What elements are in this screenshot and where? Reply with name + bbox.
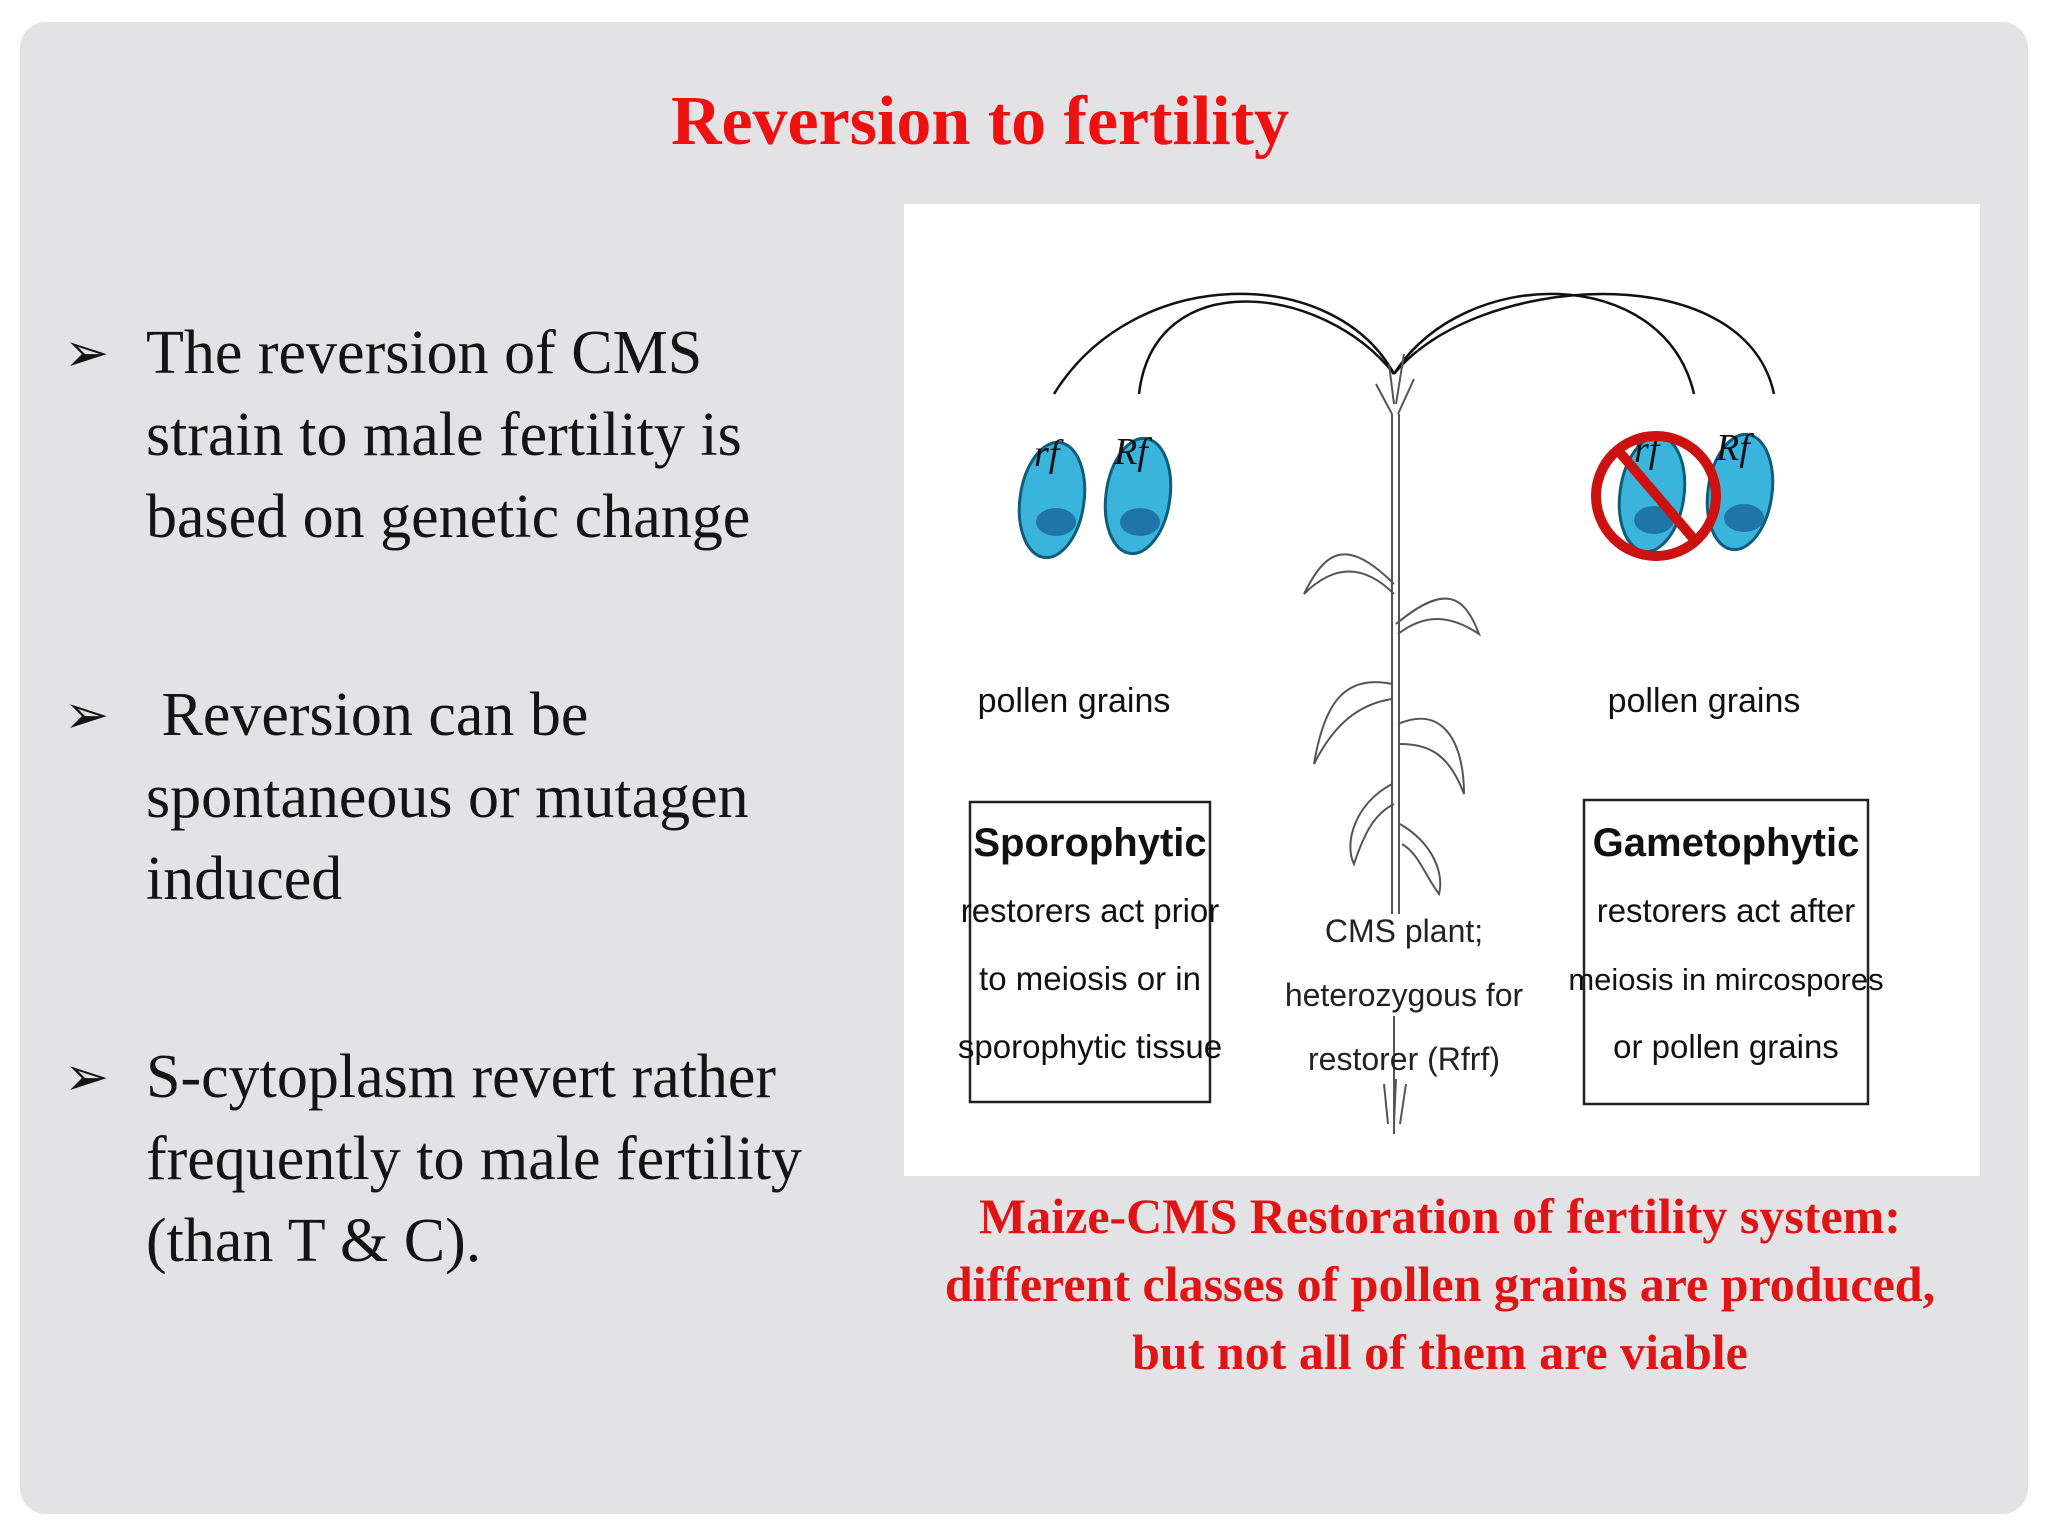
bullet-item: ➢ The reversion of CMS strain to male fe… [50, 312, 880, 558]
bullet-line: S-cytoplasm revert rather [146, 1043, 777, 1111]
plant-label-line: restorer (Rfrf) [1308, 1041, 1500, 1077]
bullet-line: frequently to male fertility [146, 1125, 802, 1193]
plant-label-line: heterozygous for [1285, 977, 1524, 1013]
bullet-line: spontaneous or mutagen [146, 763, 749, 831]
slide-title: Reversion to fertility [670, 83, 1290, 160]
bullet-line: (than T & C). [146, 1207, 482, 1275]
nucleus [1634, 506, 1674, 534]
gametophytic-line: meiosis in mircospores [1568, 962, 1883, 997]
bullet-line: The reversion of CMS [146, 319, 703, 387]
bullet-line: induced [146, 845, 343, 913]
plant-label-line: CMS plant; [1325, 913, 1483, 949]
sporophytic-line: to meiosis or in [979, 960, 1201, 997]
gametophytic-line: restorers act after [1597, 892, 1856, 929]
caption-line: Maize-CMS Restoration of fertility syste… [979, 1188, 1901, 1244]
caption-line: different classes of pollen grains are p… [944, 1256, 1936, 1312]
gene-label-rf-left: rf [1034, 433, 1064, 475]
pollen-grains-label-left: pollen grains [978, 682, 1171, 720]
bullet-item: ➢ Reversion can be spontaneous or mutage… [50, 674, 880, 920]
arc-left-inner [1137, 300, 1395, 395]
bullet-item: ➢ S-cytoplasm revert rather frequently t… [50, 1036, 880, 1282]
forbidden-sign-icon [1591, 431, 1721, 561]
sporophytic-heading: Sporophytic [973, 821, 1206, 865]
arc-right-inner [1392, 292, 1696, 395]
arrow-bullet-icon: ➢ [64, 683, 110, 746]
right-pollen-grains: rf Rf [1591, 427, 1775, 561]
gene-label-Rf-left: Rf [1113, 431, 1152, 473]
nucleus [1724, 504, 1764, 532]
caption-line: but not all of them are viable [1132, 1324, 1748, 1380]
bullet-line: Reversion can be [146, 681, 589, 749]
sporophytic-box [968, 800, 1212, 1104]
pollen-grains-label-right: pollen grains [1608, 682, 1801, 720]
bullet-list: ➢ The reversion of CMS strain to male fe… [50, 312, 880, 1398]
maize-plant-icon [1303, 353, 1482, 1134]
arrow-bullet-icon: ➢ [64, 321, 110, 384]
figure-caption: Maize-CMS Restoration of fertility syste… [840, 1182, 2028, 1386]
connector-arcs [1052, 292, 1776, 395]
gametophytic-heading: Gametophytic [1593, 821, 1860, 865]
left-pollen-grains: rf Rf [1017, 431, 1173, 560]
figure-diagram: rf Rf rf Rf pollen grains pollen grains [958, 292, 1884, 1134]
bullet-line: strain to male fertility is [146, 401, 742, 469]
gametophytic-box [1582, 798, 1870, 1106]
arrow-bullet-icon: ➢ [64, 1045, 110, 1108]
bullet-line: based on genetic change [146, 483, 751, 551]
gene-label-Rf-right: Rf [1715, 427, 1754, 469]
slide: Reversion to fertility ➢ The reversion o… [20, 22, 2028, 1514]
sporophytic-line: sporophytic tissue [958, 1028, 1222, 1065]
nucleus [1036, 508, 1076, 536]
arc-left-outer [1052, 292, 1396, 395]
sporophytic-line: restorers act prior [961, 892, 1220, 929]
nucleus [1120, 508, 1160, 536]
arc-right-outer [1393, 292, 1776, 395]
maize-cms-figure: rf Rf rf Rf pollen grains pollen grains [904, 204, 1980, 1176]
gametophytic-line: or pollen grains [1613, 1028, 1839, 1065]
